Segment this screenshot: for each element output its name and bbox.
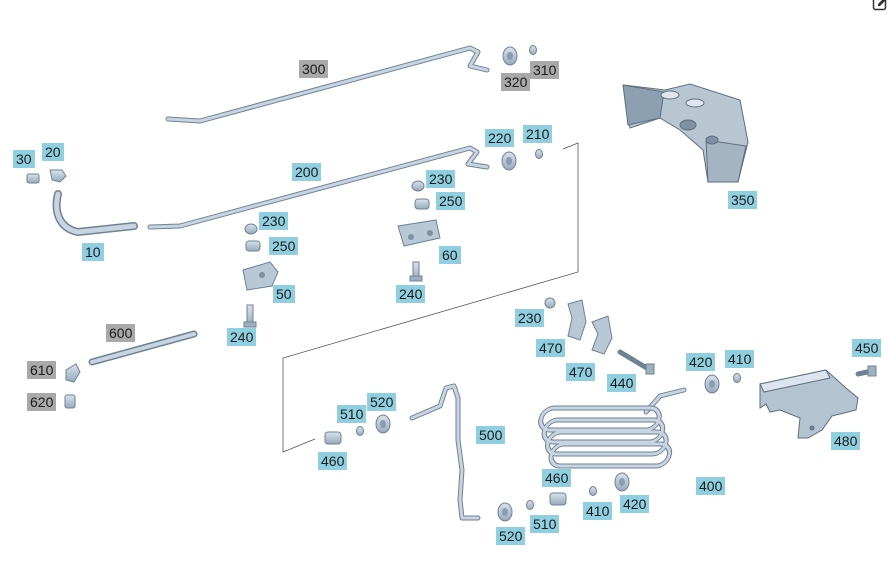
callout-200[interactable]: 200: [292, 163, 322, 181]
fitting-420-upper[interactable]: [704, 374, 720, 394]
assembly-frame-lines: [282, 142, 579, 453]
callout-470-lower[interactable]: 470: [566, 363, 596, 381]
nut-230-clamp[interactable]: [544, 297, 556, 309]
callout-410-upper[interactable]: 410: [725, 350, 755, 368]
bracket-60[interactable]: [397, 219, 441, 247]
callout-20[interactable]: 20: [42, 143, 64, 161]
callout-420-upper[interactable]: 420: [686, 353, 716, 371]
callout-510-upper[interactable]: 510: [337, 405, 367, 423]
nut-230-left[interactable]: [244, 223, 258, 235]
pipe-200[interactable]: [147, 145, 490, 230]
ring-510-upper[interactable]: [356, 426, 364, 436]
callout-240-right[interactable]: 240: [396, 285, 426, 303]
callout-520-lower[interactable]: 520: [496, 527, 526, 545]
callout-220[interactable]: 220: [485, 129, 515, 147]
bolt-240-right[interactable]: [409, 261, 423, 282]
callout-30[interactable]: 30: [13, 150, 35, 168]
callout-60[interactable]: 60: [439, 246, 461, 264]
callout-230-right[interactable]: 230: [426, 170, 456, 188]
elbow-20[interactable]: [49, 169, 67, 183]
clamp-470-upper[interactable]: [567, 299, 587, 341]
callout-50[interactable]: 50: [273, 285, 295, 303]
clamp-470-lower[interactable]: [591, 315, 613, 355]
callout-320[interactable]: 320: [501, 73, 531, 91]
fitting-320[interactable]: [502, 46, 518, 66]
callout-500[interactable]: 500: [476, 426, 506, 444]
clip-250-right[interactable]: [414, 198, 430, 210]
plug-620[interactable]: [64, 394, 76, 409]
pipe-500[interactable]: [409, 383, 481, 521]
callout-400[interactable]: 400: [696, 477, 726, 495]
callout-250-right[interactable]: 250: [436, 192, 466, 210]
line-600[interactable]: [88, 330, 198, 366]
bolt-240-left[interactable]: [243, 304, 257, 328]
pipe-300[interactable]: [165, 45, 490, 124]
callout-300[interactable]: 300: [299, 60, 329, 78]
clip-250-left[interactable]: [245, 240, 261, 252]
coil-400[interactable]: [538, 387, 687, 469]
callout-420-lower[interactable]: 420: [620, 495, 650, 513]
callout-520-upper[interactable]: 520: [367, 393, 397, 411]
callout-410-lower[interactable]: 410: [583, 502, 613, 520]
edit-icon[interactable]: [872, 0, 888, 12]
callout-470-upper[interactable]: 470: [536, 339, 566, 357]
tank-350[interactable]: [622, 83, 749, 183]
nut-230-right[interactable]: [411, 180, 425, 192]
callout-480[interactable]: 480: [831, 432, 861, 450]
ring-510-lower[interactable]: [526, 500, 534, 510]
callout-610[interactable]: 610: [27, 361, 57, 379]
hose-10[interactable]: [52, 190, 138, 237]
fitting-420-lower[interactable]: [614, 472, 630, 492]
callout-230-left[interactable]: 230: [259, 212, 289, 230]
callout-240-left[interactable]: 240: [227, 328, 257, 346]
ring-410-lower[interactable]: [589, 486, 597, 496]
fitting-460-lower[interactable]: [549, 492, 567, 506]
callout-450[interactable]: 450: [852, 339, 882, 357]
ring-210[interactable]: [535, 149, 543, 159]
callout-310[interactable]: 310: [530, 61, 560, 79]
bolt-450[interactable]: [855, 365, 877, 377]
ring-410-upper[interactable]: [733, 373, 741, 383]
bracket-480[interactable]: [759, 369, 859, 439]
callout-460-upper[interactable]: 460: [318, 452, 348, 470]
callout-600[interactable]: 600: [106, 324, 136, 342]
elbow-610[interactable]: [65, 363, 81, 383]
callout-230-clamp[interactable]: 230: [515, 309, 545, 327]
callout-460-lower[interactable]: 460: [542, 469, 572, 487]
bracket-50[interactable]: [242, 261, 279, 291]
callout-350[interactable]: 350: [728, 191, 758, 209]
callout-210[interactable]: 210: [523, 125, 553, 143]
callout-620[interactable]: 620: [27, 393, 57, 411]
ring-310[interactable]: [529, 45, 537, 55]
callout-440[interactable]: 440: [607, 374, 637, 392]
fitting-220[interactable]: [501, 151, 517, 171]
callout-10[interactable]: 10: [82, 243, 104, 261]
callout-250-left[interactable]: 250: [269, 237, 299, 255]
callout-510-lower[interactable]: 510: [530, 515, 560, 533]
fitting-520-upper[interactable]: [375, 414, 391, 434]
bolt-440[interactable]: [617, 349, 655, 375]
fitting-520-lower[interactable]: [497, 502, 513, 522]
fitting-460-upper[interactable]: [324, 431, 342, 445]
fitting-30[interactable]: [26, 173, 40, 184]
